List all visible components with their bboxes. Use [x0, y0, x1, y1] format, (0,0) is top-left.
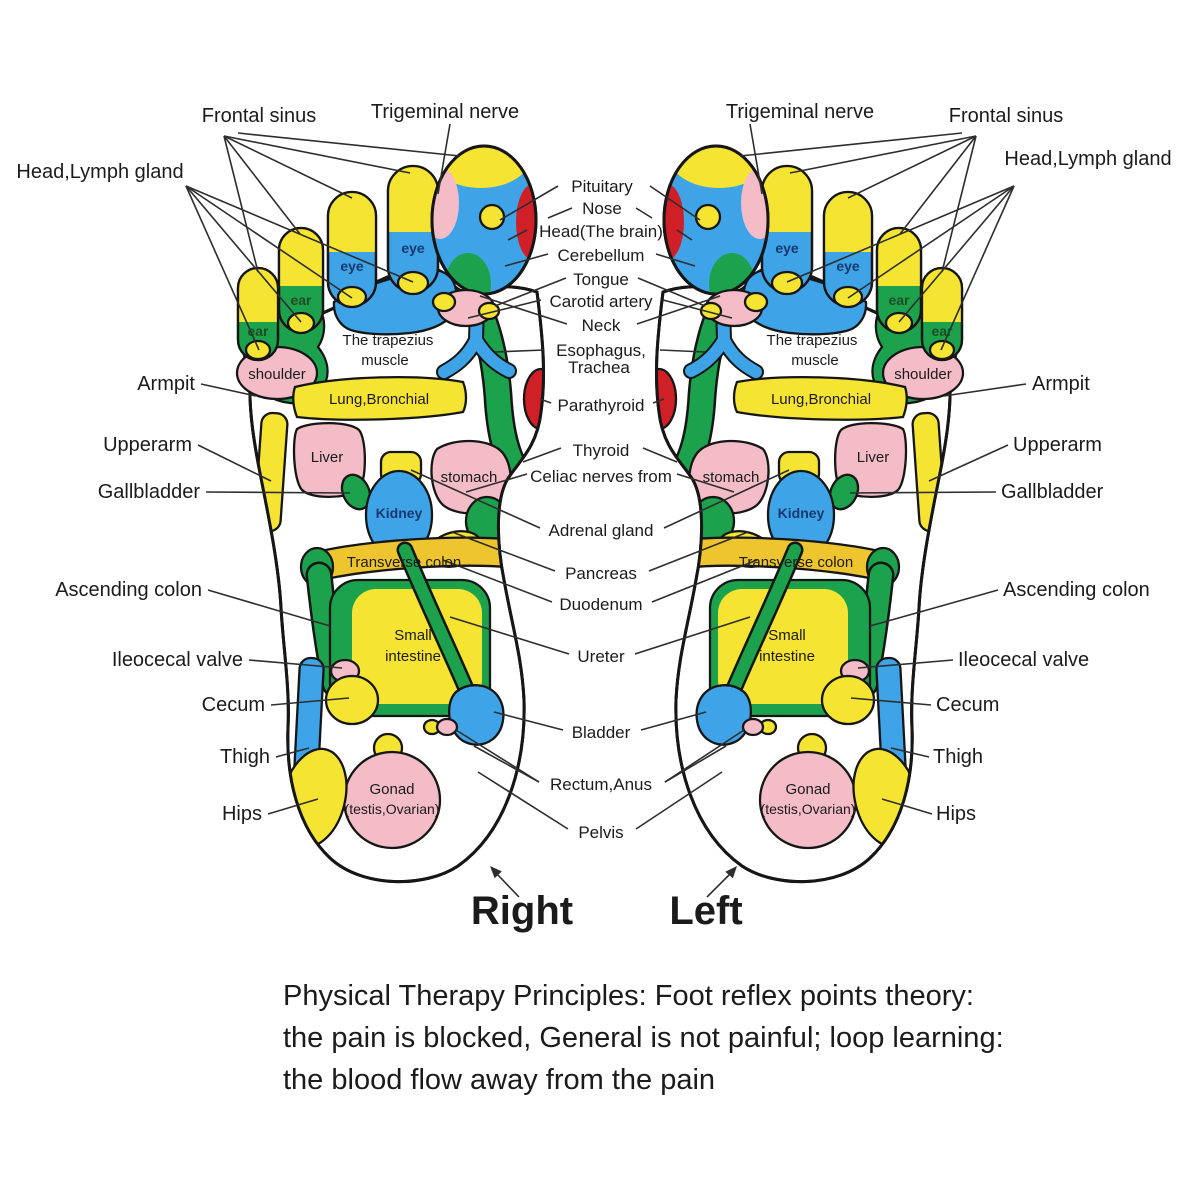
caption-line-3: the blood flow away from the pain [283, 1064, 715, 1096]
label-pituitary: Pituitary [571, 177, 633, 196]
label-cecum-left: Cecum [202, 694, 265, 716]
label-ear: ear [290, 292, 312, 308]
label-gallbladder-left: Gallbladder [98, 481, 201, 503]
label-eye: eye [775, 240, 799, 256]
label-stomach: stomach [703, 469, 760, 486]
label-neck: Neck [582, 316, 621, 335]
label-trigeminal-right: Trigeminal nerve [726, 101, 874, 123]
label-small-intestine-1: Small [394, 627, 432, 644]
label-ureter: Ureter [577, 647, 625, 666]
right-foot-zone-labels: eye eye ear ear shoulder The trapezius m… [247, 240, 497, 817]
label-thigh-left: Thigh [220, 746, 270, 768]
label-shoulder: shoulder [894, 366, 952, 383]
label-liver: Liver [857, 449, 890, 466]
label-stomach: stomach [441, 469, 498, 486]
label-pelvis: Pelvis [578, 823, 623, 842]
label-upperarm-left: Upperarm [103, 434, 192, 456]
outer-labels: Frontal sinus Frontal sinus Trigeminal n… [16, 101, 1171, 825]
label-left-foot: Left [669, 889, 742, 933]
label-head-brain: Head(The brain) [539, 222, 663, 241]
label-upperarm-right: Upperarm [1013, 434, 1102, 456]
label-hips-right: Hips [936, 803, 976, 825]
label-transverse-colon: Transverse colon [739, 554, 854, 571]
label-ileocecal-left: Ileocecal valve [112, 649, 243, 671]
label-gonad-1: Gonad [785, 781, 830, 798]
caption-line-2: the pain is blocked, General is not pain… [283, 1022, 1004, 1054]
label-frontal-sinus-right: Frontal sinus [949, 105, 1064, 127]
label-transverse-colon: Transverse colon [347, 554, 462, 571]
label-trapezius-2: muscle [791, 352, 839, 369]
label-cerebellum: Cerebellum [558, 246, 645, 265]
label-carotid: Carotid artery [550, 292, 653, 311]
label-eye: eye [836, 258, 860, 274]
label-hips-left: Hips [222, 803, 262, 825]
label-ascending-colon-right: Ascending colon [1003, 579, 1150, 601]
label-liver: Liver [311, 449, 344, 466]
label-ear: ear [247, 323, 269, 339]
label-armpit-left: Armpit [137, 373, 195, 395]
left-foot-zone-labels: eye eye ear ear shoulder The trapezius m… [703, 240, 953, 817]
label-ileocecal-right: Ileocecal valve [958, 649, 1089, 671]
label-adrenal: Adrenal gland [549, 521, 654, 540]
label-trapezius-1: The trapezius [767, 332, 858, 349]
center-labels: Pituitary Nose Head(The brain) Cerebellu… [530, 177, 672, 842]
label-ear: ear [888, 292, 910, 308]
right-arrow-head [490, 866, 502, 879]
label-small-intestine-2: intestine [385, 648, 441, 665]
label-tongue: Tongue [573, 270, 629, 289]
label-cecum-right: Cecum [936, 694, 999, 716]
label-kidney: Kidney [778, 505, 825, 521]
left-arrow-head [725, 866, 737, 879]
label-gallbladder-right: Gallbladder [1001, 481, 1104, 503]
label-trapezius-1: The trapezius [343, 332, 434, 349]
label-head-lymph-left: Head,Lymph gland [16, 161, 183, 183]
label-celiac: Celiac nerves from [530, 467, 672, 486]
label-gonad-2: (testis,Ovarian) [345, 801, 440, 817]
label-ear: ear [931, 323, 953, 339]
label-lung: Lung,Bronchial [771, 391, 871, 408]
label-trachea: Trachea [568, 358, 630, 377]
label-eye: eye [401, 240, 425, 256]
caption-line-1: Physical Therapy Principles: Foot reflex… [283, 980, 974, 1012]
label-trapezius-2: muscle [361, 352, 409, 369]
label-bladder: Bladder [572, 723, 631, 742]
label-lung: Lung,Bronchial [329, 391, 429, 408]
label-thigh-right: Thigh [933, 746, 983, 768]
label-trigeminal-left: Trigeminal nerve [371, 101, 519, 123]
label-eye: eye [340, 258, 364, 274]
label-head-lymph-right: Head,Lymph gland [1004, 148, 1171, 170]
label-small-intestine-1: Small [768, 627, 806, 644]
label-pancreas: Pancreas [565, 564, 637, 583]
label-gonad-1: Gonad [369, 781, 414, 798]
label-small-intestine-2: intestine [759, 648, 815, 665]
label-shoulder: shoulder [248, 366, 306, 383]
label-thyroid: Thyroid [573, 441, 630, 460]
label-duodenum: Duodenum [559, 595, 642, 614]
label-right-foot: Right [471, 889, 573, 933]
right-foot [237, 124, 558, 882]
leader-lines [185, 123, 1027, 898]
label-armpit-right: Armpit [1032, 373, 1090, 395]
label-rectum: Rectum,Anus [550, 775, 652, 794]
label-frontal-sinus-left: Frontal sinus [202, 105, 317, 127]
label-kidney: Kidney [376, 505, 423, 521]
label-ascending-colon-left: Ascending colon [55, 579, 202, 601]
label-parathyroid: Parathyroid [558, 396, 645, 415]
label-esophagus: Esophagus, [556, 341, 646, 360]
label-nose: Nose [582, 199, 622, 218]
label-gonad-2: (testis,Ovarian) [761, 801, 856, 817]
caption: Physical Therapy Principles: Foot reflex… [283, 980, 1004, 1096]
